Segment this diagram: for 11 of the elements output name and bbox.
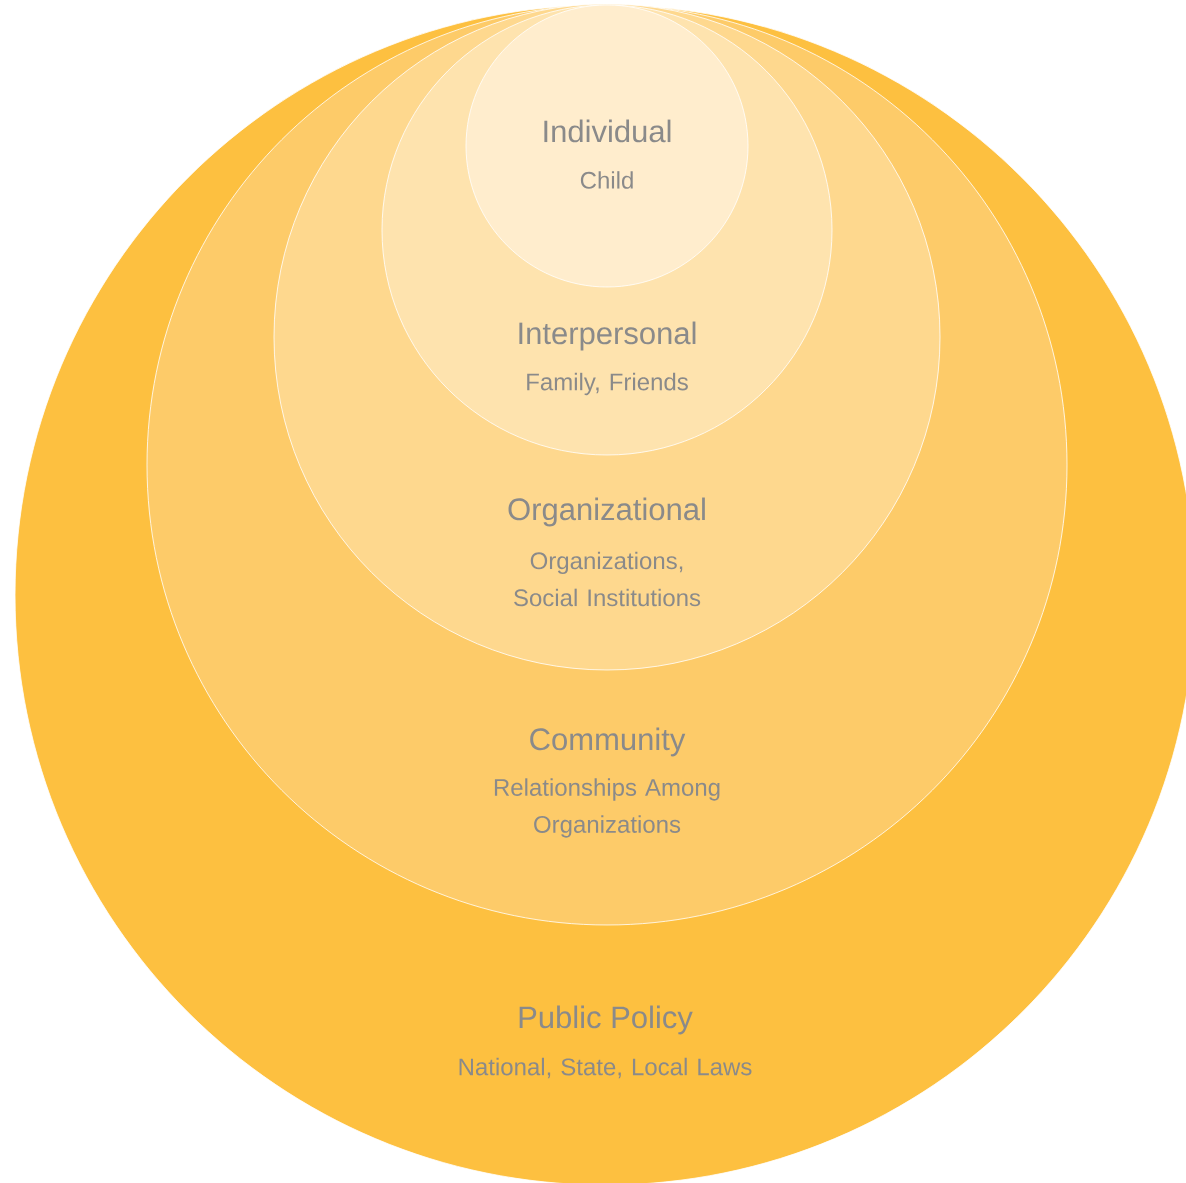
level-description: Family, Friends bbox=[527, 372, 688, 396]
level-description: National, State, Local Laws bbox=[459, 1057, 752, 1079]
level-description: Child bbox=[580, 171, 633, 189]
level-title: Community bbox=[530, 727, 686, 757]
level-description: Relationships Among Organizations bbox=[494, 778, 720, 838]
level-description: Organizations, Social Institutions bbox=[514, 551, 701, 607]
level-title: Public Policy bbox=[519, 1005, 693, 1035]
level-title: Interpersonal bbox=[519, 321, 696, 351]
level-title: Individual bbox=[544, 119, 671, 143]
level-title: Organizational bbox=[508, 497, 705, 527]
ring-circle bbox=[465, 4, 749, 288]
